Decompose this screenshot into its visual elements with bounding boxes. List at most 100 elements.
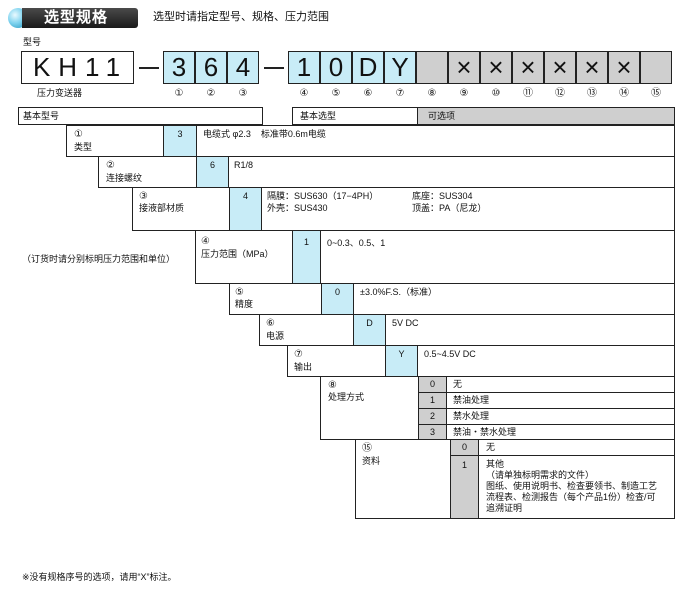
circled-8: ⑧ bbox=[427, 88, 437, 99]
row3-desc2a: 外壳：SUS430 bbox=[267, 203, 328, 213]
dash-2 bbox=[264, 67, 284, 69]
model-label: 型号 bbox=[23, 37, 42, 47]
header-optional bbox=[417, 107, 675, 125]
opt15-desc-box-0 bbox=[478, 439, 675, 456]
row3-code: 4 bbox=[229, 187, 262, 231]
base-code-label: 压力变送器 bbox=[37, 88, 83, 98]
opt8-code-0: 0 bbox=[418, 376, 447, 393]
row7-num: ⑦ bbox=[294, 349, 303, 360]
opt8-desc-box-0 bbox=[446, 376, 675, 393]
opt15-desc-1-l1: 其他 bbox=[486, 459, 505, 469]
circled-7: ⑦ bbox=[395, 88, 405, 99]
code-box-10: × bbox=[480, 51, 512, 84]
opt8-desc-2: 禁水处理 bbox=[453, 411, 490, 421]
row4-label: 压力范围（MPa） bbox=[201, 249, 274, 259]
opt8-code-1: 1 bbox=[418, 392, 447, 409]
opt8-label: 处理方式 bbox=[328, 392, 365, 402]
row6-label: 电源 bbox=[266, 331, 285, 341]
code-box-4: 1 bbox=[288, 51, 320, 84]
circled-13: ⑬ bbox=[587, 88, 597, 99]
badge-bar bbox=[22, 8, 138, 28]
code-box-15 bbox=[640, 51, 672, 84]
row6-desc-box bbox=[385, 314, 675, 346]
code-box-8 bbox=[416, 51, 448, 84]
row4-note: （订货时请分别标明压力范围和单位） bbox=[22, 254, 176, 264]
opt8-desc-3: 禁油・禁水处理 bbox=[453, 427, 517, 437]
code-box-3: 4 bbox=[227, 51, 259, 84]
circled-11: ⑪ bbox=[523, 88, 533, 99]
code-box-1: 3 bbox=[163, 51, 195, 84]
header-base-model-text: 基本型号 bbox=[23, 111, 60, 121]
circled-10: ⑩ bbox=[491, 88, 501, 99]
opt15-desc-1-l2: （请单独标明需求的文件） bbox=[486, 470, 595, 480]
row5-code: 0 bbox=[321, 283, 354, 315]
row2-desc-box bbox=[228, 156, 675, 188]
circled-15: ⑮ bbox=[651, 88, 661, 99]
row7-code: Y bbox=[385, 345, 418, 377]
header-base-model bbox=[18, 107, 263, 125]
circled-14: ⑭ bbox=[619, 88, 629, 99]
header-base-selection-text: 基本选型 bbox=[300, 111, 337, 121]
opt8-num: ⑧ bbox=[328, 380, 337, 391]
opt15-label: 资料 bbox=[362, 456, 381, 466]
row2-label: 连接螺纹 bbox=[106, 173, 143, 183]
opt15-desc-1-l4: 流程表、检测报告（每个产品1份）检查/可 bbox=[486, 492, 656, 502]
opt8-code-3: 3 bbox=[418, 424, 447, 440]
row7-desc: 0.5~4.5V DC bbox=[424, 349, 476, 359]
circled-3: ③ bbox=[238, 88, 248, 99]
row2-desc: R1/8 bbox=[234, 160, 254, 170]
circled-4: ④ bbox=[299, 88, 309, 99]
row1-label: 类型 bbox=[74, 142, 93, 152]
circled-5: ⑤ bbox=[331, 88, 341, 99]
code-box-12: × bbox=[544, 51, 576, 84]
opt15-code-0: 0 bbox=[450, 439, 479, 456]
row4-desc: 0~0.3、0.5、1 bbox=[327, 238, 386, 248]
opt8-code-2: 2 bbox=[418, 408, 447, 425]
opt15-code-1: 1 bbox=[450, 455, 479, 519]
section-title: 选型规格 bbox=[44, 9, 109, 26]
row1-num: ① bbox=[74, 129, 83, 140]
row3-desc1a: 隔膜：SUS630（17−4PH） bbox=[267, 191, 379, 201]
opt15-desc-0: 无 bbox=[486, 442, 496, 452]
code-box-6: D bbox=[352, 51, 384, 84]
circled-6: ⑥ bbox=[363, 88, 373, 99]
row3-num: ③ bbox=[139, 191, 148, 202]
row1-desc: 电缆式 φ2.3 标准带0.6m电缆 bbox=[203, 129, 326, 139]
opt15-num: ⑮ bbox=[362, 443, 372, 454]
code-box-9: × bbox=[448, 51, 480, 84]
circled-12: ⑫ bbox=[555, 88, 565, 99]
row1-code: 3 bbox=[163, 125, 197, 157]
code-box-2: 6 bbox=[195, 51, 227, 84]
base-code-box: KH11 bbox=[21, 51, 134, 84]
opt15-desc-box-1 bbox=[478, 455, 675, 519]
dash-1 bbox=[139, 67, 159, 69]
circled-9: ⑨ bbox=[459, 88, 469, 99]
row6-desc: 5V DC bbox=[392, 318, 419, 328]
row6-code: D bbox=[353, 314, 386, 346]
row3-desc1b: 底座：SUS304 bbox=[412, 191, 473, 201]
footnote: ※没有规格序号的选项，请用“X”标注。 bbox=[22, 572, 177, 582]
code-box-14: × bbox=[608, 51, 640, 84]
opt8-desc-0: 无 bbox=[453, 379, 463, 389]
row5-desc: ±3.0%F.S.（标准） bbox=[360, 287, 437, 297]
code-box-5: 0 bbox=[320, 51, 352, 84]
row3-label: 接液部材质 bbox=[139, 203, 185, 213]
header-optional-text: 可选项 bbox=[428, 111, 456, 121]
row2-code: 6 bbox=[196, 156, 229, 188]
opt8-desc-1: 禁油处理 bbox=[453, 395, 490, 405]
section-badge: 选型规格 bbox=[8, 6, 143, 30]
circled-2: ② bbox=[206, 88, 216, 99]
row6-num: ⑥ bbox=[266, 318, 275, 329]
circled-1: ① bbox=[174, 88, 184, 99]
row4-code: 1 bbox=[292, 230, 321, 284]
row2-num: ② bbox=[106, 160, 115, 171]
opt15-desc-1-l5: 追溯证明 bbox=[486, 503, 523, 513]
code-box-13: × bbox=[576, 51, 608, 84]
row5-label: 精度 bbox=[235, 299, 254, 309]
code-box-11: × bbox=[512, 51, 544, 84]
row7-label: 输出 bbox=[294, 362, 313, 372]
row5-num: ⑤ bbox=[235, 287, 244, 298]
code-box-7: Y bbox=[384, 51, 416, 84]
opt15-desc-1-l3: 图纸、使用说明书、检查要领书、制造工艺 bbox=[486, 481, 658, 491]
section-subtitle: 选型时请指定型号、规格、压力范围 bbox=[153, 11, 329, 23]
